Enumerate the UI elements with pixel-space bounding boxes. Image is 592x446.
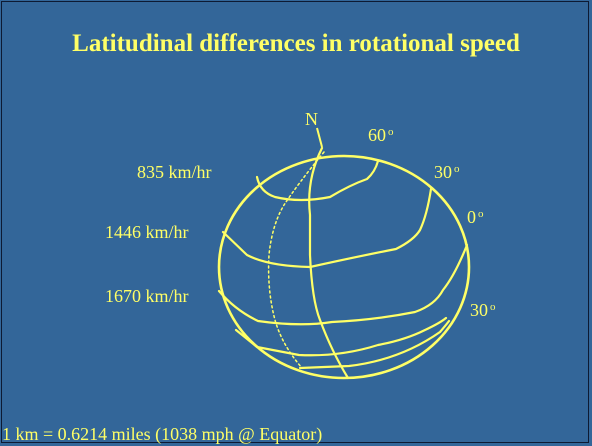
parallel-equator [217,243,469,326]
degree-symbol: o [454,163,460,175]
globe-meridian [308,146,350,380]
north-pointer [316,127,323,148]
degree-symbol: o [388,126,394,138]
latitude-value: 60 [368,125,386,145]
degree-symbol: o [490,301,496,313]
slide-title: Latitudinal differences in rotational sp… [72,30,520,57]
speed-label-equator: 1670 km/hr [105,286,189,306]
parallel-60 [255,159,380,202]
north-label: N [305,109,318,129]
parallel-30 [221,187,433,269]
globe-outline [217,154,471,380]
speed-label-60: 835 km/hr [137,162,212,182]
degree-symbol: o [478,208,484,220]
globe-back-meridian [267,151,325,369]
parallel-south-cap [298,319,451,370]
latitude-value: 30 [470,300,488,320]
speed-label-30: 1446 km/hr [105,222,189,242]
parallel-30-south [234,316,448,357]
latitude-value: 30 [434,162,452,182]
conversion-note: 1 km = 0.6214 miles (1038 mph @ Equator) [2,424,323,444]
latitude-value: 0 [467,207,476,227]
